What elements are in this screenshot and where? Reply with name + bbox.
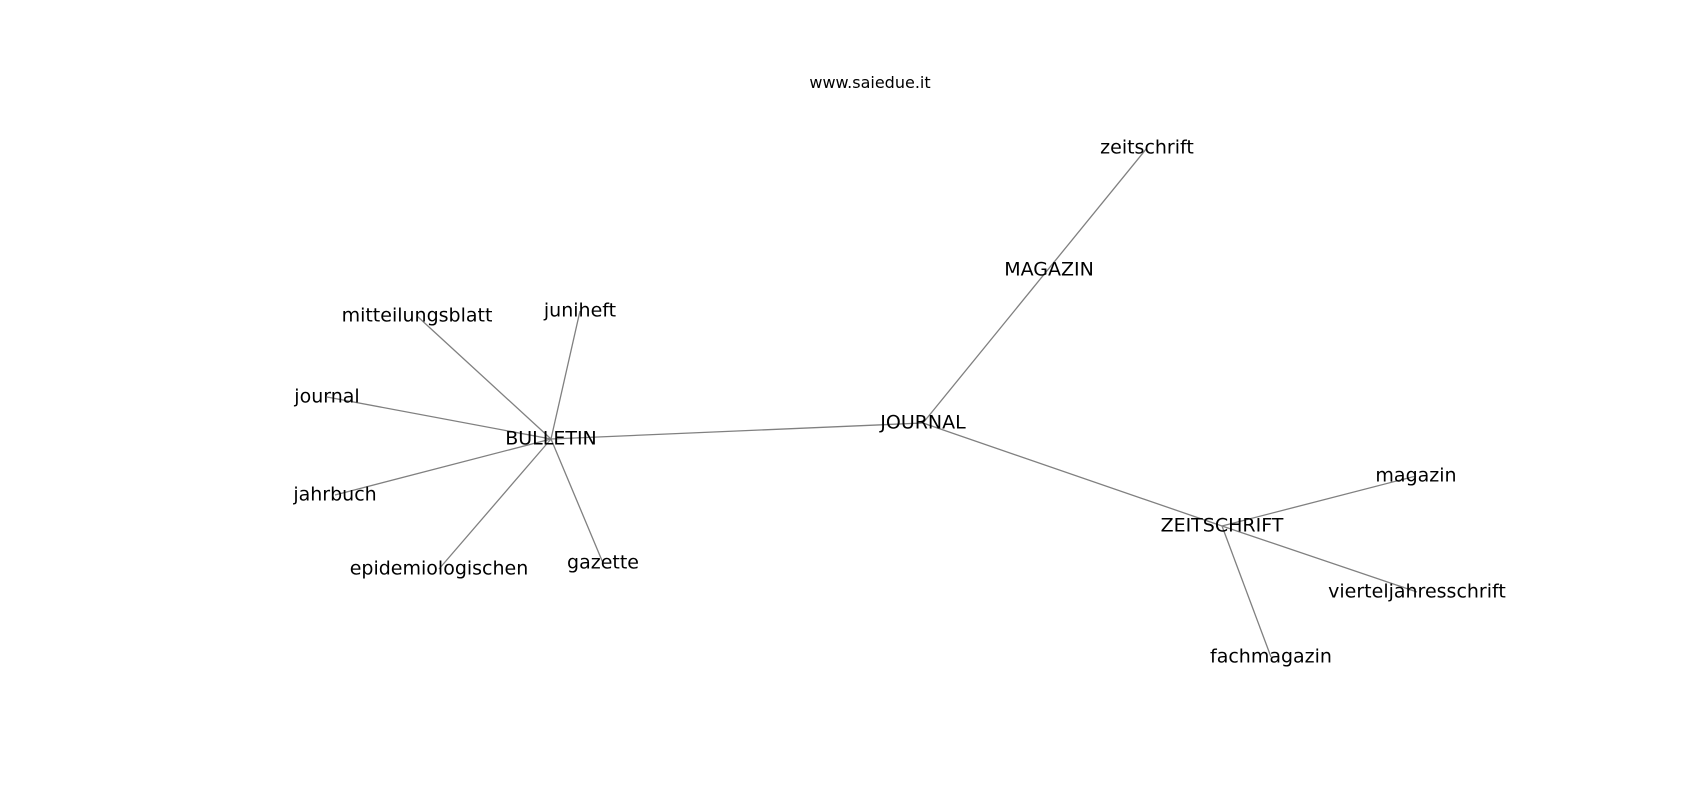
node-label-zeitschrift: zeitschrift bbox=[1100, 137, 1194, 159]
node-label-magazin_hub: MAGAZIN bbox=[1004, 259, 1094, 281]
node-label-bulletin: BULLETIN bbox=[505, 428, 597, 450]
node-label-magazin: magazin bbox=[1375, 465, 1456, 487]
node-label-epidemiologischen: epidemiologischen bbox=[350, 558, 529, 580]
edge-zeitschrift_hub-vierteljahresschrift bbox=[1221, 525, 1418, 593]
node-label-vierteljahresschrift: vierteljahresschrift bbox=[1328, 581, 1506, 603]
node-label-fachmagazin: fachmagazin bbox=[1210, 646, 1332, 668]
edge-bulletin-gazette bbox=[550, 438, 604, 564]
edge-bulletin-journal_hub bbox=[550, 422, 924, 440]
node-label-juniheft: juniheft bbox=[543, 300, 616, 322]
edge-zeitschrift_hub-fachmagazin bbox=[1221, 525, 1272, 658]
edges-layer bbox=[326, 147, 1418, 658]
edge-bulletin-epidemiologischen bbox=[438, 438, 552, 570]
node-label-journal: journal bbox=[293, 386, 359, 408]
node-label-journal_hub: JOURNAL bbox=[879, 412, 966, 434]
edge-bulletin-juniheft bbox=[550, 310, 581, 440]
edge-journal_hub-zeitschrift_hub bbox=[922, 422, 1223, 527]
edge-journal_hub-zeitschrift bbox=[922, 147, 1148, 424]
watermark-text: www.saiedue.it bbox=[809, 73, 930, 92]
edge-bulletin-journal bbox=[326, 396, 552, 440]
labels-layer: BULLETIN JOURNAL MAGAZIN ZEITSCHRIFT zeitsch… bbox=[292, 137, 1506, 668]
edge-zeitschrift_hub-magazin bbox=[1221, 475, 1417, 527]
node-label-gazette: gazette bbox=[567, 552, 639, 574]
node-label-zeitschrift_hub: ZEITSCHRIFT bbox=[1161, 515, 1284, 537]
node-label-jahrbuch: jahrbuch bbox=[292, 484, 376, 506]
edge-bulletin-jahrbuch bbox=[334, 438, 552, 496]
node-label-mitteilungsblatt: mitteilungsblatt bbox=[342, 305, 493, 327]
edge-bulletin-mitteilungsblatt bbox=[416, 315, 552, 440]
